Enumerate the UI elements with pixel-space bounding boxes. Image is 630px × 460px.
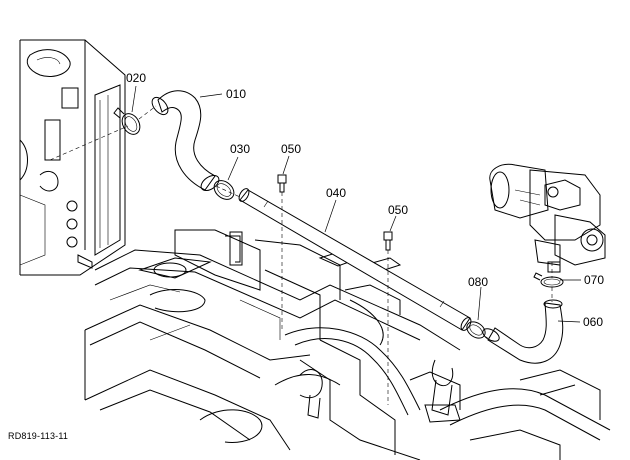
callout-080: 080 — [468, 275, 488, 289]
callout-010: 010 — [226, 87, 246, 101]
hose-010 — [151, 90, 220, 192]
callout-060: 060 — [583, 315, 603, 329]
bolt-050-upper — [277, 174, 287, 193]
leader-lines — [131, 85, 581, 323]
callout-050-upper: 050 — [281, 142, 301, 156]
machine-frame — [84, 229, 611, 460]
callout-030: 030 — [230, 142, 250, 156]
bolt-050-lower — [383, 231, 393, 251]
hydraulic-pump — [489, 163, 606, 273]
callout-020: 020 — [126, 71, 146, 85]
callout-070: 070 — [584, 273, 604, 287]
pipe-040 — [238, 188, 472, 331]
hose-060 — [482, 299, 564, 364]
radiator-assembly — [19, 39, 126, 276]
assembly-lines — [49, 105, 553, 405]
callout-050-lower: 050 — [388, 203, 408, 217]
clamp-020 — [113, 107, 141, 135]
callout-labels: 010 020 030 050 040 050 080 070 060 — [126, 71, 604, 329]
drawing-code: RD819-113-11 — [8, 431, 69, 441]
callout-040: 040 — [326, 186, 346, 200]
clamp-030 — [213, 180, 235, 200]
clamp-070 — [533, 272, 564, 288]
